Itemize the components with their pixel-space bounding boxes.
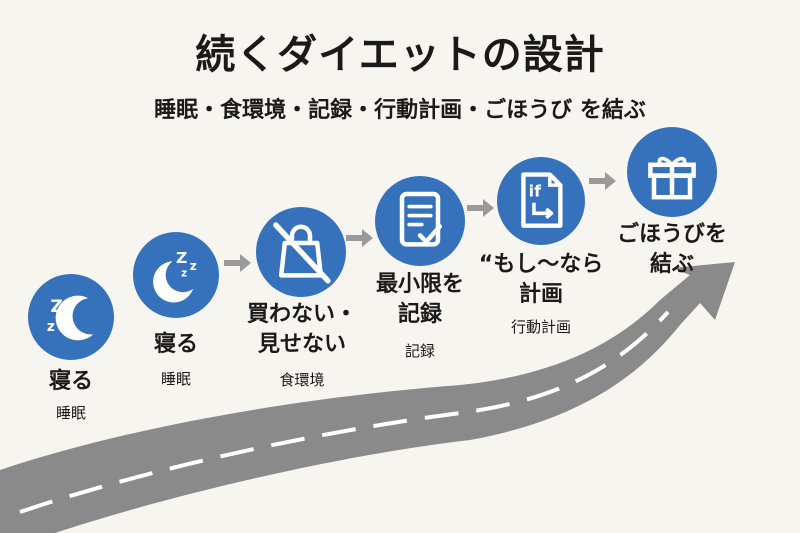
step-sublabel: 睡眠 bbox=[160, 370, 191, 388]
sleep-moon-icon: Z z bbox=[28, 274, 114, 360]
arrow-right-icon bbox=[589, 172, 616, 190]
svg-text:z: z bbox=[47, 319, 55, 335]
step-label-line: 計画 bbox=[518, 282, 563, 307]
arrow-right-icon bbox=[346, 229, 373, 247]
svg-text:z: z bbox=[181, 268, 187, 280]
page-title: 続くダイエットの設計 bbox=[195, 32, 605, 78]
step-label-line: ごほうびを bbox=[616, 222, 727, 247]
step-label: “もし〜なら 計画 bbox=[468, 250, 614, 310]
step-label-line: 見せない bbox=[257, 332, 346, 357]
if-text: if bbox=[529, 182, 542, 201]
step-sublabel: 睡眠 bbox=[55, 404, 86, 422]
arrow-right-icon bbox=[224, 254, 251, 272]
svg-text:Z: Z bbox=[176, 249, 187, 267]
svg-text:z: z bbox=[190, 259, 197, 273]
no-shopping-bag-icon bbox=[256, 207, 346, 297]
checklist-document-icon bbox=[375, 176, 465, 266]
sleep-moon-icon: Z z z bbox=[133, 232, 219, 318]
step-sublabel: 記録 bbox=[404, 342, 435, 360]
arrow-right-icon bbox=[467, 199, 494, 217]
step-label-line: 最小限を bbox=[375, 272, 464, 297]
step-label: ごほうびを 結ぶ bbox=[601, 220, 743, 280]
if-then-document-icon: if bbox=[497, 157, 585, 245]
step-label-line: 買わない・ bbox=[246, 302, 357, 327]
step-label-line: “もし〜なら bbox=[478, 252, 604, 277]
road-center-line bbox=[19, 310, 670, 514]
step-label-line: 結ぶ bbox=[649, 252, 694, 277]
step-label-line: 記録 bbox=[397, 302, 442, 327]
step-sublabel: 食環境 bbox=[279, 371, 325, 389]
step-sublabel: 行動計画 bbox=[510, 318, 571, 336]
step-label: 買わない・ 見せない bbox=[232, 300, 372, 360]
gift-icon bbox=[627, 127, 717, 217]
page-subtitle: 睡眠・食環境・記録・行動計画・ごほうび を結ぶ bbox=[154, 98, 646, 123]
step-label: 寝る bbox=[153, 332, 198, 357]
svg-text:Z: Z bbox=[50, 297, 62, 317]
step-label: 寝る bbox=[48, 369, 93, 394]
step-label: 最小限を 記録 bbox=[350, 270, 490, 330]
